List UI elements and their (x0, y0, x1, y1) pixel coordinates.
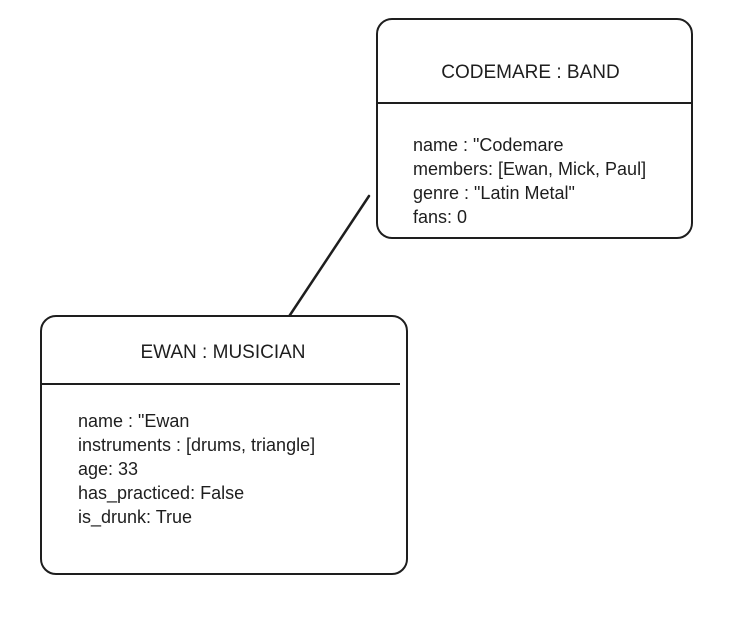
band-object-box[interactable]: CODEMARE : BAND name : "Codemare members… (376, 18, 693, 239)
band-attr-name: name : "Codemare (413, 135, 564, 155)
musician-attr-name: name : "Ewan (78, 411, 190, 431)
musician-object-box[interactable]: EWAN : MUSICIAN name : "Ewan instruments… (40, 315, 408, 575)
band-object-divider (378, 102, 691, 104)
musician-object-divider (42, 383, 400, 385)
musician-attr-instruments: instruments : [drums, triangle] (78, 435, 316, 455)
musician-attr-has-practiced: has_practiced: False (78, 483, 245, 503)
band-attr-genre: genre : "Latin Metal" (413, 183, 575, 203)
band-object-attributes: name : "Codemare members: [Ewan, Mick, P… (413, 133, 646, 229)
musician-attr-age: age: 33 (78, 459, 139, 479)
band-object-title: CODEMARE : BAND (441, 62, 620, 83)
musician-attr-is-drunk: is_drunk: True (78, 507, 193, 527)
band-attr-fans: fans: 0 (413, 207, 468, 227)
band-attr-members: members: [Ewan, Mick, Paul] (413, 159, 647, 179)
musician-object-title: EWAN : MUSICIAN (140, 342, 306, 363)
musician-object-attributes: name : "Ewan instruments : [drums, trian… (78, 409, 315, 529)
